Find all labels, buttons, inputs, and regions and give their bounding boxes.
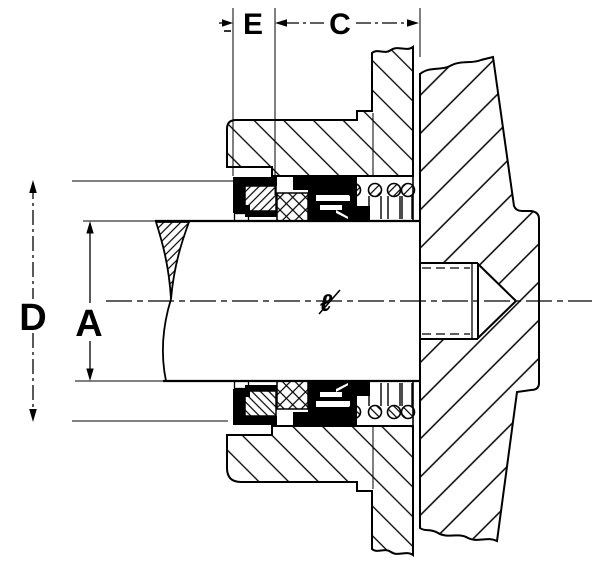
arrowhead-right bbox=[407, 19, 419, 27]
dim-label-c: C bbox=[329, 8, 351, 41]
gland-housing-lower bbox=[226, 425, 414, 557]
gland-housing-upper bbox=[226, 45, 414, 177]
arrowhead-down bbox=[29, 409, 37, 422]
shaft-break bbox=[154, 221, 191, 382]
spring bbox=[346, 182, 416, 221]
seal-cup-foot bbox=[233, 205, 250, 213]
spring-coil bbox=[367, 182, 383, 198]
seal-assembly-upper bbox=[233, 176, 416, 222]
seal-packing bbox=[276, 192, 309, 222]
seal-seat bbox=[244, 185, 277, 212]
shaft-end-cone bbox=[477, 263, 517, 302]
arrowhead-down bbox=[86, 368, 94, 381]
spring-coil bbox=[346, 182, 362, 198]
shaft-end-cone bbox=[477, 300, 517, 339]
centerline-symbol: ℓ bbox=[320, 290, 333, 317]
gland-plate-upper-outline bbox=[226, 45, 414, 177]
arrowhead-up bbox=[29, 180, 37, 193]
centerline: ℓ bbox=[106, 289, 592, 317]
arrowhead-right bbox=[222, 19, 233, 27]
dimension-a: A bbox=[75, 220, 164, 382]
drive-band bbox=[320, 176, 339, 188]
dim-label-a: A bbox=[75, 303, 102, 345]
gland-plate-lower-outline bbox=[226, 425, 414, 557]
hub-bore-cutout bbox=[420, 263, 516, 339]
dimension-e: E bbox=[219, 8, 276, 195]
dim-label-d: D bbox=[19, 297, 46, 339]
centerline-symbol-slash bbox=[318, 289, 341, 315]
seal-cup-wall bbox=[233, 177, 245, 208]
dim-label-e: E bbox=[243, 8, 263, 41]
seal-assembly-lower bbox=[232, 380, 416, 427]
spring-retainer bbox=[348, 206, 370, 221]
arrowhead-left bbox=[275, 19, 287, 27]
dimension-d: D bbox=[19, 180, 233, 422]
dimension-c: C bbox=[275, 8, 421, 57]
spring-coil bbox=[400, 182, 416, 198]
spring-coil bbox=[386, 182, 402, 198]
seal-seat-face bbox=[245, 211, 277, 217]
arrowhead-up bbox=[86, 221, 94, 234]
seal-cup-flange bbox=[233, 177, 277, 186]
impeller-hub bbox=[419, 55, 540, 543]
